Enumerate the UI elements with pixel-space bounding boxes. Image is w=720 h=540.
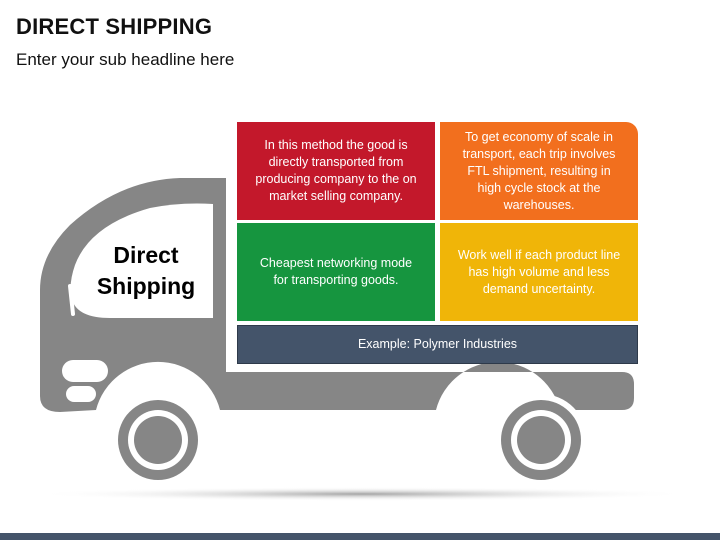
box-economy-of-scale-text: To get economy of scale in transport, ea…: [462, 129, 616, 212]
box-direct-transport: In this method the good is directly tran…: [237, 122, 435, 220]
ground-shadow: [32, 487, 692, 501]
box-example-text: Example: Polymer Industries: [357, 337, 518, 351]
footer-bar: [0, 533, 720, 540]
cab-label-line1: Direct: [113, 242, 179, 268]
box-high-volume-text: Work well if each product line has high …: [457, 247, 621, 296]
headlight-top: [62, 360, 108, 382]
headlight-bottom: [66, 386, 96, 402]
box-example: Example: Polymer Industries: [237, 325, 638, 364]
box-cheapest-mode: Cheapest networking mode for transportin…: [237, 223, 435, 321]
box-economy-of-scale: To get economy of scale in transport, ea…: [440, 122, 638, 220]
box-direct-transport-text: In this method the good is directly tran…: [255, 138, 417, 203]
cab-label: Direct Shipping: [78, 240, 214, 302]
truck-chassis: [226, 361, 634, 410]
box-high-volume: Work well if each product line has high …: [440, 223, 638, 321]
rear-wheel-hub: [517, 416, 565, 464]
box-cheapest-mode-text: Cheapest networking mode for transportin…: [259, 256, 413, 287]
page-title: DIRECT SHIPPING: [16, 14, 213, 39]
window-line: [68, 284, 75, 316]
cab-window: [70, 203, 213, 318]
front-wheel-hub: [134, 416, 182, 464]
cab-label-line2: Shipping: [96, 273, 196, 299]
page-subtitle: Enter your sub headline here: [16, 50, 235, 69]
